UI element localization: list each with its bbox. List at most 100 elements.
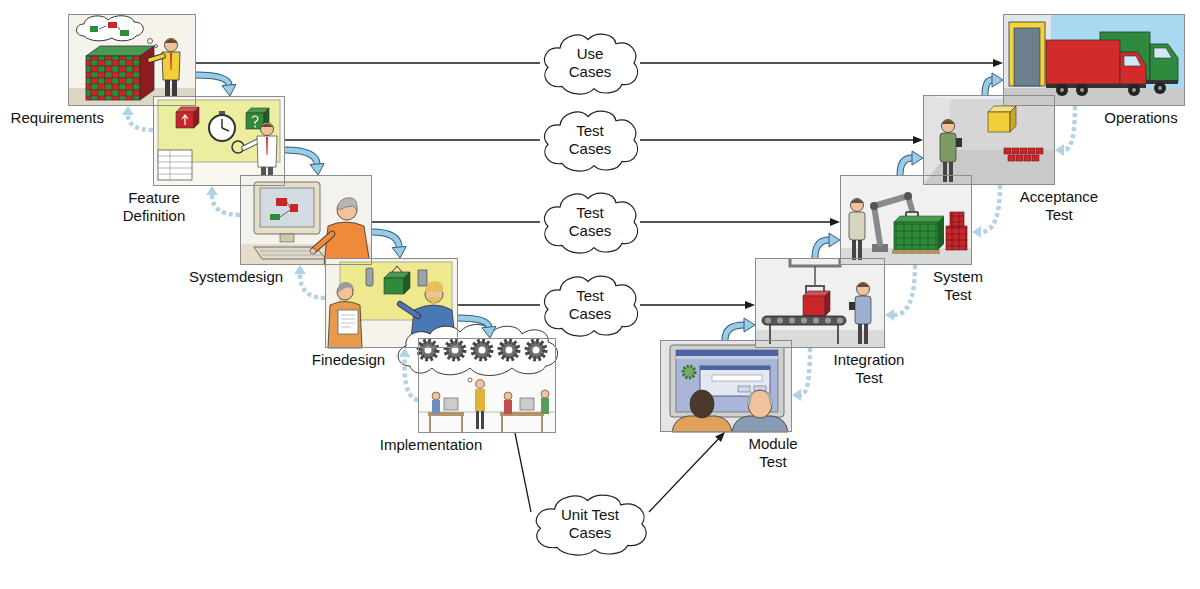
system-test-picture-part — [946, 226, 967, 250]
operations-picture-part — [1009, 22, 1045, 86]
integration-test-picture-part — [825, 291, 830, 316]
stage-panel: Acceptance Test — [923, 95, 1055, 185]
finedesign-picture-part — [404, 272, 410, 294]
module-test-picture-part — [700, 366, 770, 370]
flow-arrow — [372, 232, 406, 258]
flow-arrow-stroke — [372, 232, 399, 247]
requirements-picture-part — [120, 30, 129, 36]
acceptance-test-picture — [923, 95, 1055, 185]
arrow-head — [399, 348, 411, 357]
flow-arrow-outline — [196, 75, 229, 85]
iteration-arrow-stroke — [801, 348, 810, 395]
implementation-picture-part — [479, 347, 486, 354]
arrow-head — [482, 326, 496, 338]
flow-arrow-stroke — [900, 158, 912, 175]
arrow-head — [792, 389, 801, 401]
integration-test-picture-part — [855, 296, 871, 324]
system-test-picture-part — [904, 192, 912, 200]
iteration-arrow-stroke — [404, 357, 418, 400]
implementation-picture-part — [506, 347, 513, 354]
system-test-picture-part — [894, 216, 944, 222]
flow-arrow-stroke — [196, 75, 229, 85]
connector-line — [458, 305, 540, 306]
finedesign-picture-part — [337, 282, 354, 292]
system-test-picture — [840, 175, 972, 265]
integration-test-picture-part — [789, 318, 795, 324]
flow-arrow-stroke — [815, 240, 829, 258]
system-test-picture-part — [851, 199, 864, 203]
module-test-picture-part — [712, 375, 762, 381]
flow-arrow — [900, 151, 923, 175]
connector-line — [640, 218, 840, 226]
systemdesign-picture-part — [280, 234, 294, 242]
connector-line-stroke — [640, 304, 745, 305]
module-test-picture — [660, 340, 792, 432]
iteration-arrow-stroke — [300, 274, 325, 298]
systemdesign-picture-part — [337, 198, 357, 210]
acceptance-test-picture-part — [940, 133, 956, 162]
operations-picture-part — [1056, 84, 1068, 96]
acceptance-test-picture-part — [943, 160, 947, 182]
integration-test-picture — [755, 258, 885, 348]
integration-test-picture-part — [770, 325, 838, 344]
implementation-picture-part — [541, 398, 549, 414]
system-test-picture-part — [849, 212, 865, 240]
operations-picture-part — [1128, 84, 1140, 96]
cloud-outline-path — [544, 193, 637, 253]
cloud-text: Unit Test Cases — [557, 506, 623, 542]
integration-test-picture-part — [762, 316, 846, 325]
module-test-picture-part — [660, 340, 792, 432]
feature-definition-picture-part — [194, 107, 199, 128]
requirements-picture-part — [108, 22, 117, 28]
flow-arrow-outline — [725, 325, 744, 340]
integration-test-picture-part — [813, 318, 819, 324]
test-case-cloud: Unit Test Cases — [531, 492, 649, 556]
requirements-picture-part — [165, 39, 178, 52]
stage-panel: Module Test — [660, 340, 792, 432]
iteration-arrow — [206, 186, 240, 215]
acceptance-test-picture-part — [1004, 148, 1011, 154]
finedesign-picture-part — [328, 302, 362, 349]
systemdesign-picture-part — [280, 202, 290, 217]
system-test-picture-part — [892, 250, 940, 254]
implementation-picture-part — [430, 416, 542, 432]
iteration-arrow-stroke — [894, 265, 915, 315]
test-case-cloud: Test Cases — [540, 108, 640, 172]
arrow-head — [392, 247, 406, 259]
flow-arrow-stroke — [285, 150, 317, 164]
acceptance-test-picture-part — [956, 138, 962, 147]
flow-arrow — [196, 75, 236, 96]
module-test-picture-part — [683, 366, 695, 378]
finedesign-picture-part — [400, 304, 418, 316]
implementation-picture-part — [504, 392, 512, 400]
requirements-picture-part — [155, 45, 158, 48]
integration-test-picture-part — [765, 318, 771, 324]
acceptance-test-picture-part — [1028, 148, 1035, 154]
finedesign-picture-part — [426, 297, 442, 303]
systemdesign-picture-part — [314, 234, 332, 250]
flow-arrow-outline — [900, 158, 912, 175]
integration-test-picture-part — [801, 318, 807, 324]
arrow-head — [885, 309, 894, 321]
iteration-arrow — [1055, 106, 1075, 156]
cloud-outline-path — [544, 34, 637, 94]
operations-picture-part — [1132, 88, 1136, 92]
systemdesign-picture-part — [276, 198, 298, 212]
systemdesign-picture-part — [270, 214, 280, 220]
iteration-arrow-stroke — [212, 195, 240, 215]
arrow-head — [912, 151, 923, 165]
flow-arrow — [285, 150, 324, 175]
module-test-picture-part — [749, 392, 771, 406]
flow-arrow-outline — [285, 150, 317, 164]
connector-line-stroke — [640, 62, 993, 63]
requirements-picture-part — [148, 39, 153, 44]
operations-picture-part — [1060, 88, 1064, 92]
finedesign-picture-part — [341, 315, 355, 327]
operations-picture-part — [1046, 40, 1120, 84]
implementation-picture-part — [432, 400, 440, 414]
stage-panel: Integration Test — [755, 258, 885, 348]
acceptance-test-picture-part — [1010, 106, 1016, 132]
requirements-picture-part — [165, 39, 178, 43]
connector-line-stroke — [640, 139, 913, 140]
cloud-outline-path — [544, 111, 637, 171]
